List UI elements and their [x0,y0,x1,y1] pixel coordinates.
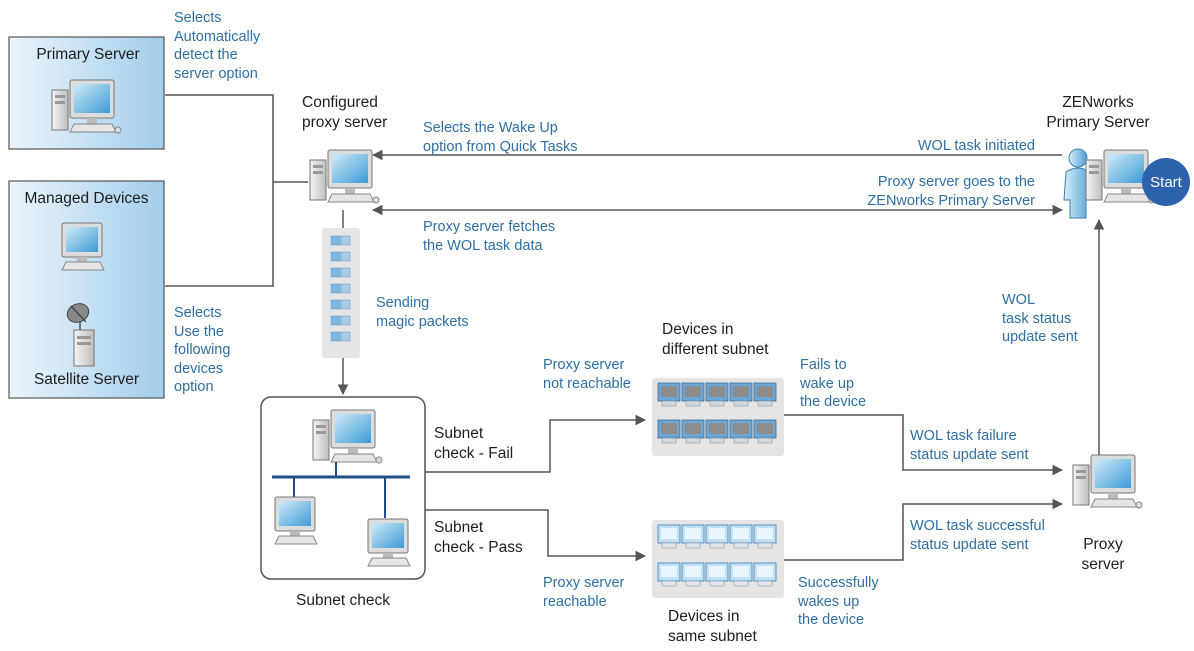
reachable-label: Proxy server reachable [543,575,625,610]
satellite-server-icon [66,303,95,367]
configured-proxy-label: Configured proxy server [302,94,388,131]
proxy-goes-label: Proxy server goes to the ZENworks Primar… [867,174,1035,209]
not-reachable-label: Proxy server not reachable [543,357,631,392]
primary-server-label: Primary Server [36,46,140,63]
wake-up-label: Selects the Wake Up option from Quick Ta… [423,120,578,155]
selects-use-devices-label: Selects Use the following devices option [174,305,231,395]
wol-failure-label: WOL task failure status update sent [910,428,1029,463]
same-subnet-label: Devices in same subnet [668,608,757,645]
zenworks-primary-label: ZENworks Primary Server [1046,94,1150,131]
proxy-server-label: Proxy server [1081,536,1125,573]
selects-auto-detect-label: Selects Automatically detect the server … [174,10,261,82]
proxy-server-icon [1072,454,1143,509]
subnet-check-label: Subnet check [296,592,390,609]
managed-devices-label: Managed Devices [24,190,149,207]
satellite-server-label: Satellite Server [33,371,140,388]
subnet-check-fail-label: Subnet check - Fail [434,425,514,462]
managed-device-icon [61,222,105,271]
start-node[interactable]: Start [1142,158,1190,206]
wol-success-label: WOL task successful status update sent [910,518,1045,553]
zenworks-server-icon [1063,148,1156,219]
wol-status-label: WOL task status update sent [1002,292,1078,345]
sending-magic-packets-label: Sending magic packets [376,295,469,330]
subnet-check-pass-label: Subnet check - Pass [434,519,523,556]
proxy-fetches-label: Proxy server fetches the WOL task data [423,219,556,254]
different-subnet-label: Devices in different subnet [662,321,769,358]
wol-initiated-label: WOL task initiated [917,138,1035,154]
fails-wake-label: Fails to wake up the device [800,357,867,410]
configured-proxy-icon [309,149,380,204]
successfully-wakes-label: Successfully wakes up the device [798,575,879,628]
